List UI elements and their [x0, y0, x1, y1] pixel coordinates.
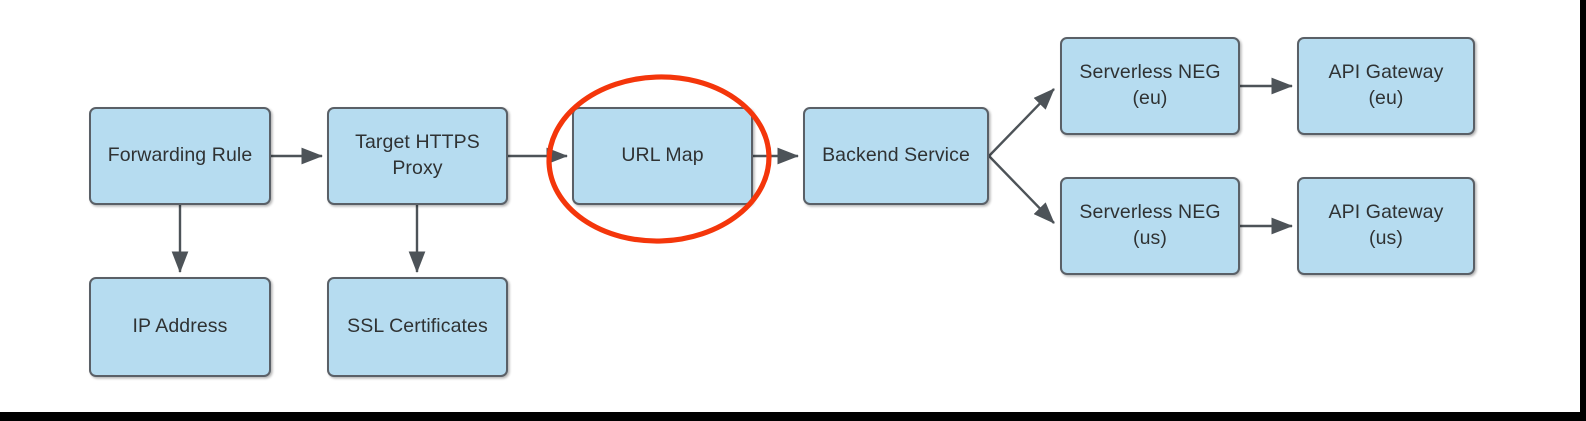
node-target-https-proxy[interactable]: Target HTTPS Proxy: [327, 107, 508, 205]
node-ip-address[interactable]: IP Address: [89, 277, 271, 377]
edge-backend-to-neg-us: [988, 155, 1055, 224]
node-serverless-neg-us[interactable]: Serverless NEG (us): [1060, 177, 1240, 275]
node-serverless-neg-eu[interactable]: Serverless NEG (eu): [1060, 37, 1240, 135]
node-backend-service[interactable]: Backend Service: [803, 107, 989, 205]
node-api-gateway-us[interactable]: API Gateway (us): [1297, 177, 1475, 275]
node-forwarding-rule[interactable]: Forwarding Rule: [89, 107, 271, 205]
node-url-map[interactable]: URL Map: [572, 107, 753, 205]
screenshot-right-border: [1580, 0, 1586, 421]
edge-backend-to-neg-eu: [988, 88, 1055, 157]
node-api-gateway-eu[interactable]: API Gateway (eu): [1297, 37, 1475, 135]
screenshot-bottom-border: [0, 412, 1586, 421]
node-ssl-certificates[interactable]: SSL Certificates: [327, 277, 508, 377]
